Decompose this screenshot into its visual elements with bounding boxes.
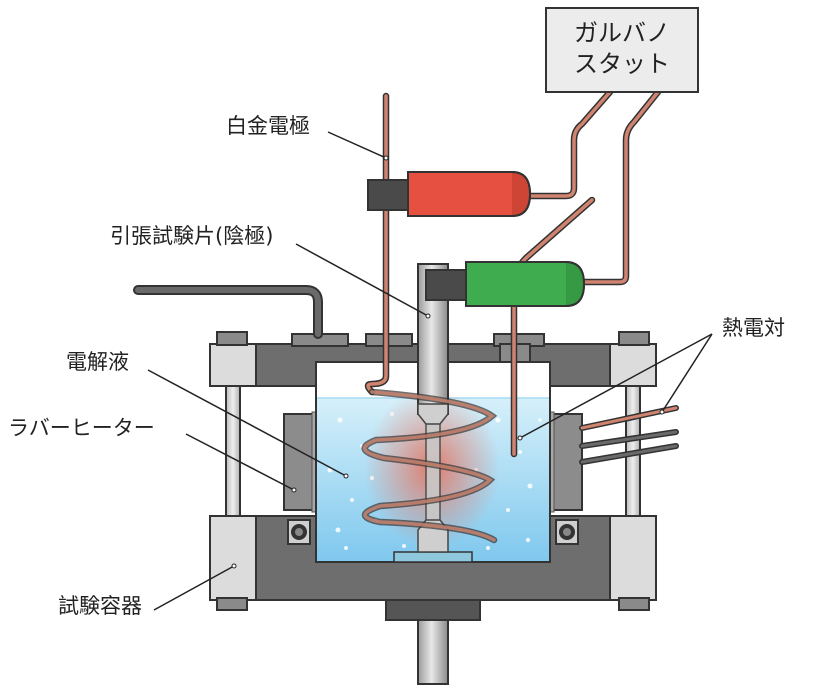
gas-pipe [133,285,323,339]
leader-lines [147,131,713,611]
label-rubber-heater: ラバーヒーター [8,416,155,440]
leader-dots [231,155,665,569]
specimen-pedestal [393,551,473,563]
green-clip-jaw [425,269,469,301]
bottom-shaft [417,611,449,685]
clamp-block-lower-right [609,515,657,601]
galvanostat-label-line2: スタット [574,50,670,79]
label-thermocouple: 熱電対 [722,316,785,340]
label-test-vessel: 試験容器 [58,594,142,618]
clamp-block-lower-left [209,515,257,601]
nut-lower-right [618,597,650,611]
nut-upper-right [618,331,650,346]
red-clip-jaw [367,179,411,211]
galvanostat-label: ガルバノ スタット [546,18,698,80]
galvanostat-label-line1: ガルバノ [574,19,670,47]
label-electrolyte: 電解液 [66,350,129,374]
clamp-block-upper-left [209,343,257,387]
clamp-block-upper-right [609,343,657,387]
platinum-coil [361,92,498,544]
rubber-heater-right [551,413,583,511]
label-tensile-specimen: 引張試験片(陰極) [110,224,274,248]
specimen-gauge [425,413,441,529]
nut-lower-left [216,597,248,611]
galvanostat-box [545,7,699,93]
tie-post-left [225,379,241,521]
bottom-flange [385,597,481,621]
nut-upper-left [216,331,248,346]
rubber-heater-left [283,413,315,511]
label-platinum-electrode: 白金電極 [226,114,310,138]
galvanostat-cables [526,88,662,286]
red-clip [407,171,532,217]
